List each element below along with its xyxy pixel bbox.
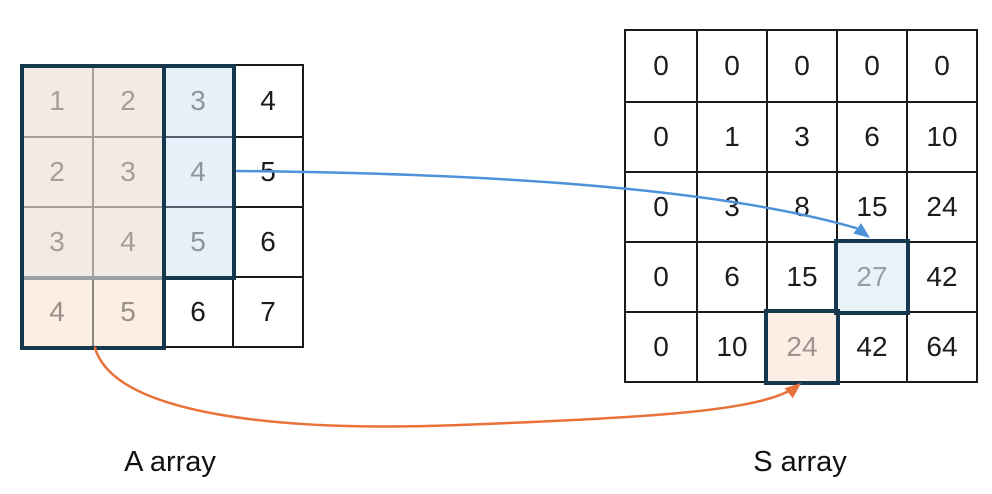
a-array-label: A array bbox=[124, 446, 216, 478]
s-cell-r4c3: 15 bbox=[766, 241, 836, 311]
a-cell-r2c1: 2 bbox=[22, 136, 92, 206]
a-cell-r3c1: 3 bbox=[22, 206, 92, 276]
a-cell-r2c3: 4 bbox=[162, 136, 232, 206]
s-cell-r5c3: 24 bbox=[766, 311, 836, 381]
a-cell-r4c3: 6 bbox=[162, 276, 232, 346]
a-cell-r4c2: 5 bbox=[92, 276, 162, 346]
a-cell-r1c1: 1 bbox=[22, 66, 92, 136]
s-cell-r2c3: 3 bbox=[766, 101, 836, 171]
s-cell-r1c4: 0 bbox=[836, 31, 906, 101]
s-cell-r1c3: 0 bbox=[766, 31, 836, 101]
s-cell-r1c2: 0 bbox=[696, 31, 766, 101]
s-cell-r5c4: 42 bbox=[836, 311, 906, 381]
a-cell-r2c2: 3 bbox=[92, 136, 162, 206]
s-cell-r4c5: 42 bbox=[906, 241, 976, 311]
s-cell-r3c2: 3 bbox=[696, 171, 766, 241]
a-cell-r1c3: 3 bbox=[162, 66, 232, 136]
s-cell-r2c4: 6 bbox=[836, 101, 906, 171]
s-cell-r1c1: 0 bbox=[626, 31, 696, 101]
s-cell-r3c1: 0 bbox=[626, 171, 696, 241]
s-cell-r2c2: 1 bbox=[696, 101, 766, 171]
s-cell-r3c3: 8 bbox=[766, 171, 836, 241]
s-cell-r3c4: 15 bbox=[836, 171, 906, 241]
a-cell-r4c4: 7 bbox=[232, 276, 302, 346]
s-cell-r3c5: 24 bbox=[906, 171, 976, 241]
a-cell-r3c4: 6 bbox=[232, 206, 302, 276]
s-cell-r4c1: 0 bbox=[626, 241, 696, 311]
s-cell-r2c5: 10 bbox=[906, 101, 976, 171]
s-cell-r2c1: 0 bbox=[626, 101, 696, 171]
s-cell-r5c1: 0 bbox=[626, 311, 696, 381]
muted-region-border-segment bbox=[24, 276, 164, 280]
s-cell-r4c4: 27 bbox=[836, 241, 906, 311]
s-cell-r4c2: 6 bbox=[696, 241, 766, 311]
a-cell-r4c1: 4 bbox=[22, 276, 92, 346]
a-cell-r1c2: 2 bbox=[92, 66, 162, 136]
a-cell-r2c4: 5 bbox=[232, 136, 302, 206]
s-array-label: S array bbox=[753, 446, 847, 478]
s-cell-r5c5: 64 bbox=[906, 311, 976, 381]
s-cell-r5c2: 10 bbox=[696, 311, 766, 381]
a-cell-r1c4: 4 bbox=[232, 66, 302, 136]
a-cell-r3c3: 5 bbox=[162, 206, 232, 276]
a-cell-r3c2: 4 bbox=[92, 206, 162, 276]
s-cell-r1c5: 0 bbox=[906, 31, 976, 101]
